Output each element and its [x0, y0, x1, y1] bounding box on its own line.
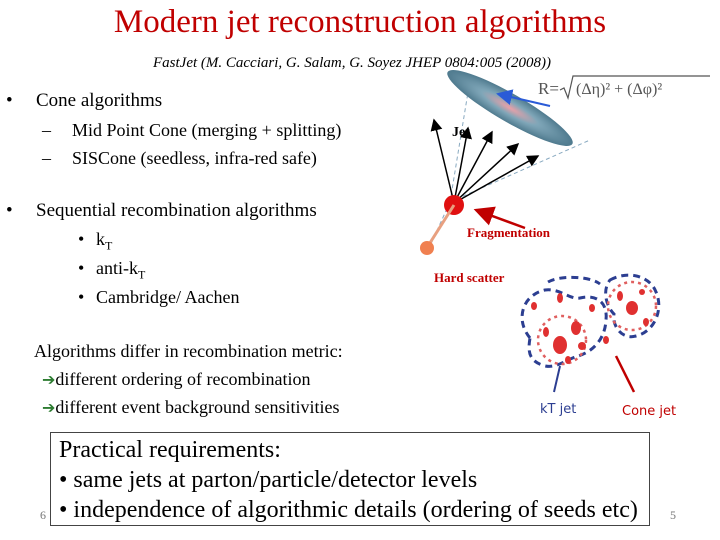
sub-item-siscone: – SISCone (seedless, infra-red safe): [42, 148, 317, 169]
sub-item-label: SISCone (seedless, infra-red safe): [72, 148, 317, 168]
arrow-right-icon: ➔: [42, 370, 56, 389]
bullet-mark: •: [59, 467, 68, 493]
hard-scatter-dot: [420, 241, 434, 255]
practical-requirements-box: Practical requirements: • same jets at p…: [50, 432, 650, 526]
radius-arrow: [496, 89, 551, 107]
item-text: Cambridge/ Aachen: [96, 287, 240, 307]
particle: [557, 293, 563, 303]
sub-item-cambridge-aachen: • Cambridge/ Aachen: [78, 287, 239, 308]
item-prefix: anti-: [96, 258, 129, 278]
formula-lhs: R=: [538, 79, 559, 98]
bullet-label: Sequential recombination algorithms: [36, 200, 317, 221]
bullet-mark: •: [59, 497, 68, 523]
particle: [553, 336, 567, 354]
particle-arrow: [453, 130, 493, 204]
particle: [626, 301, 638, 315]
particle-arrow: [453, 155, 540, 204]
kt-pointer: [553, 365, 561, 393]
sub-item-label: Mid Point Cone (merging + splitting): [72, 120, 342, 140]
cone-jet-label: Cone jet: [622, 404, 676, 419]
particle: [543, 327, 549, 337]
cone-pointer: [614, 355, 636, 393]
requirement-item: • independence of algorithmic details (o…: [59, 495, 641, 525]
metric-point-background: ➔different event background sensitivitie…: [42, 397, 340, 418]
formula-rhs: (Δη)² + (Δφ)²: [576, 81, 662, 98]
sub-item-midpoint: – Mid Point Cone (merging + splitting): [42, 120, 341, 141]
item-subscript: T: [138, 267, 146, 282]
metric-point-text: different event background sensitivities: [55, 397, 340, 417]
bullet-sequential-recombination: • Sequential recombination algorithms: [6, 200, 317, 222]
page-number-right: 5: [670, 508, 676, 522]
fragmentation-label: Fragmentation: [467, 225, 551, 240]
particle: [589, 304, 595, 312]
kt-jet-label: kT jet: [540, 402, 576, 417]
hard-scatter-label: Hard scatter: [434, 270, 505, 285]
kt-jet-region: [604, 273, 661, 339]
item-subscript: T: [105, 238, 113, 253]
cone-boundary-lower: [449, 139, 591, 203]
particle: [639, 289, 645, 295]
particle: [603, 336, 609, 344]
requirements-heading: Practical requirements:: [59, 437, 281, 463]
item-text: k: [129, 258, 138, 278]
bullet-cone-algorithms: • Cone algorithms: [6, 90, 162, 112]
jet-cone-ellipse: [447, 70, 573, 146]
particle-arrow: [453, 126, 472, 204]
kt-jet-region: [520, 288, 608, 368]
particle: [643, 318, 649, 326]
sqrt-icon: [559, 75, 710, 101]
dash-mark: –: [42, 120, 51, 140]
particle-arrow: [430, 118, 455, 204]
bullet-mark: •: [78, 229, 85, 249]
sub-item-kt: • kT: [78, 229, 112, 254]
cone-boundary-upper: [449, 79, 471, 203]
requirement-item: • same jets at parton/particle/detector …: [59, 465, 641, 495]
slide-subtitle: FastJet (M. Cacciari, G. Salam, G. Soyez…: [153, 55, 551, 71]
requirement-text: independence of algorithmic details (ord…: [73, 497, 638, 523]
bullet-mark: •: [6, 90, 13, 111]
metric-point-ordering: ➔different ordering of recombination: [42, 369, 310, 390]
particle: [565, 356, 571, 364]
particle: [617, 291, 623, 301]
item-text: k: [96, 229, 105, 249]
parton-line: [426, 204, 456, 247]
bullet-mark: •: [78, 287, 85, 307]
jet-diagram: R= (Δη)² + (Δφ)² Jet Fragmentation Hard …: [420, 70, 710, 419]
particle: [531, 302, 537, 310]
slide-title: Modern jet reconstruction algorithms: [113, 4, 607, 40]
dash-mark: –: [42, 148, 51, 168]
kt-cone-comparison: [520, 273, 661, 393]
kt-jet-region: [547, 275, 601, 286]
requirement-text: same jets at parton/particle/detector le…: [73, 467, 478, 493]
page-number-left: 6: [40, 508, 46, 522]
jet-label: Jet: [452, 125, 470, 140]
bullet-mark: •: [6, 200, 13, 221]
bullet-mark: •: [78, 258, 85, 278]
particle: [571, 321, 581, 335]
fragmentation-arrow: [473, 206, 526, 230]
particle-arrow: [453, 142, 520, 204]
sub-item-anti-kt: • anti-kT: [78, 258, 145, 283]
arrow-right-icon: ➔: [42, 398, 56, 417]
metric-lead: Algorithms differ in recombination metri…: [34, 341, 343, 361]
metric-point-text: different ordering of recombination: [55, 369, 311, 389]
jet-particles: [430, 118, 540, 204]
cone-jet-circle: [606, 280, 658, 332]
bullet-label: Cone algorithms: [36, 90, 163, 111]
cone-jet-circle: [536, 314, 588, 366]
distance-formula: R= (Δη)² + (Δφ)²: [538, 75, 710, 101]
particle: [578, 342, 586, 350]
